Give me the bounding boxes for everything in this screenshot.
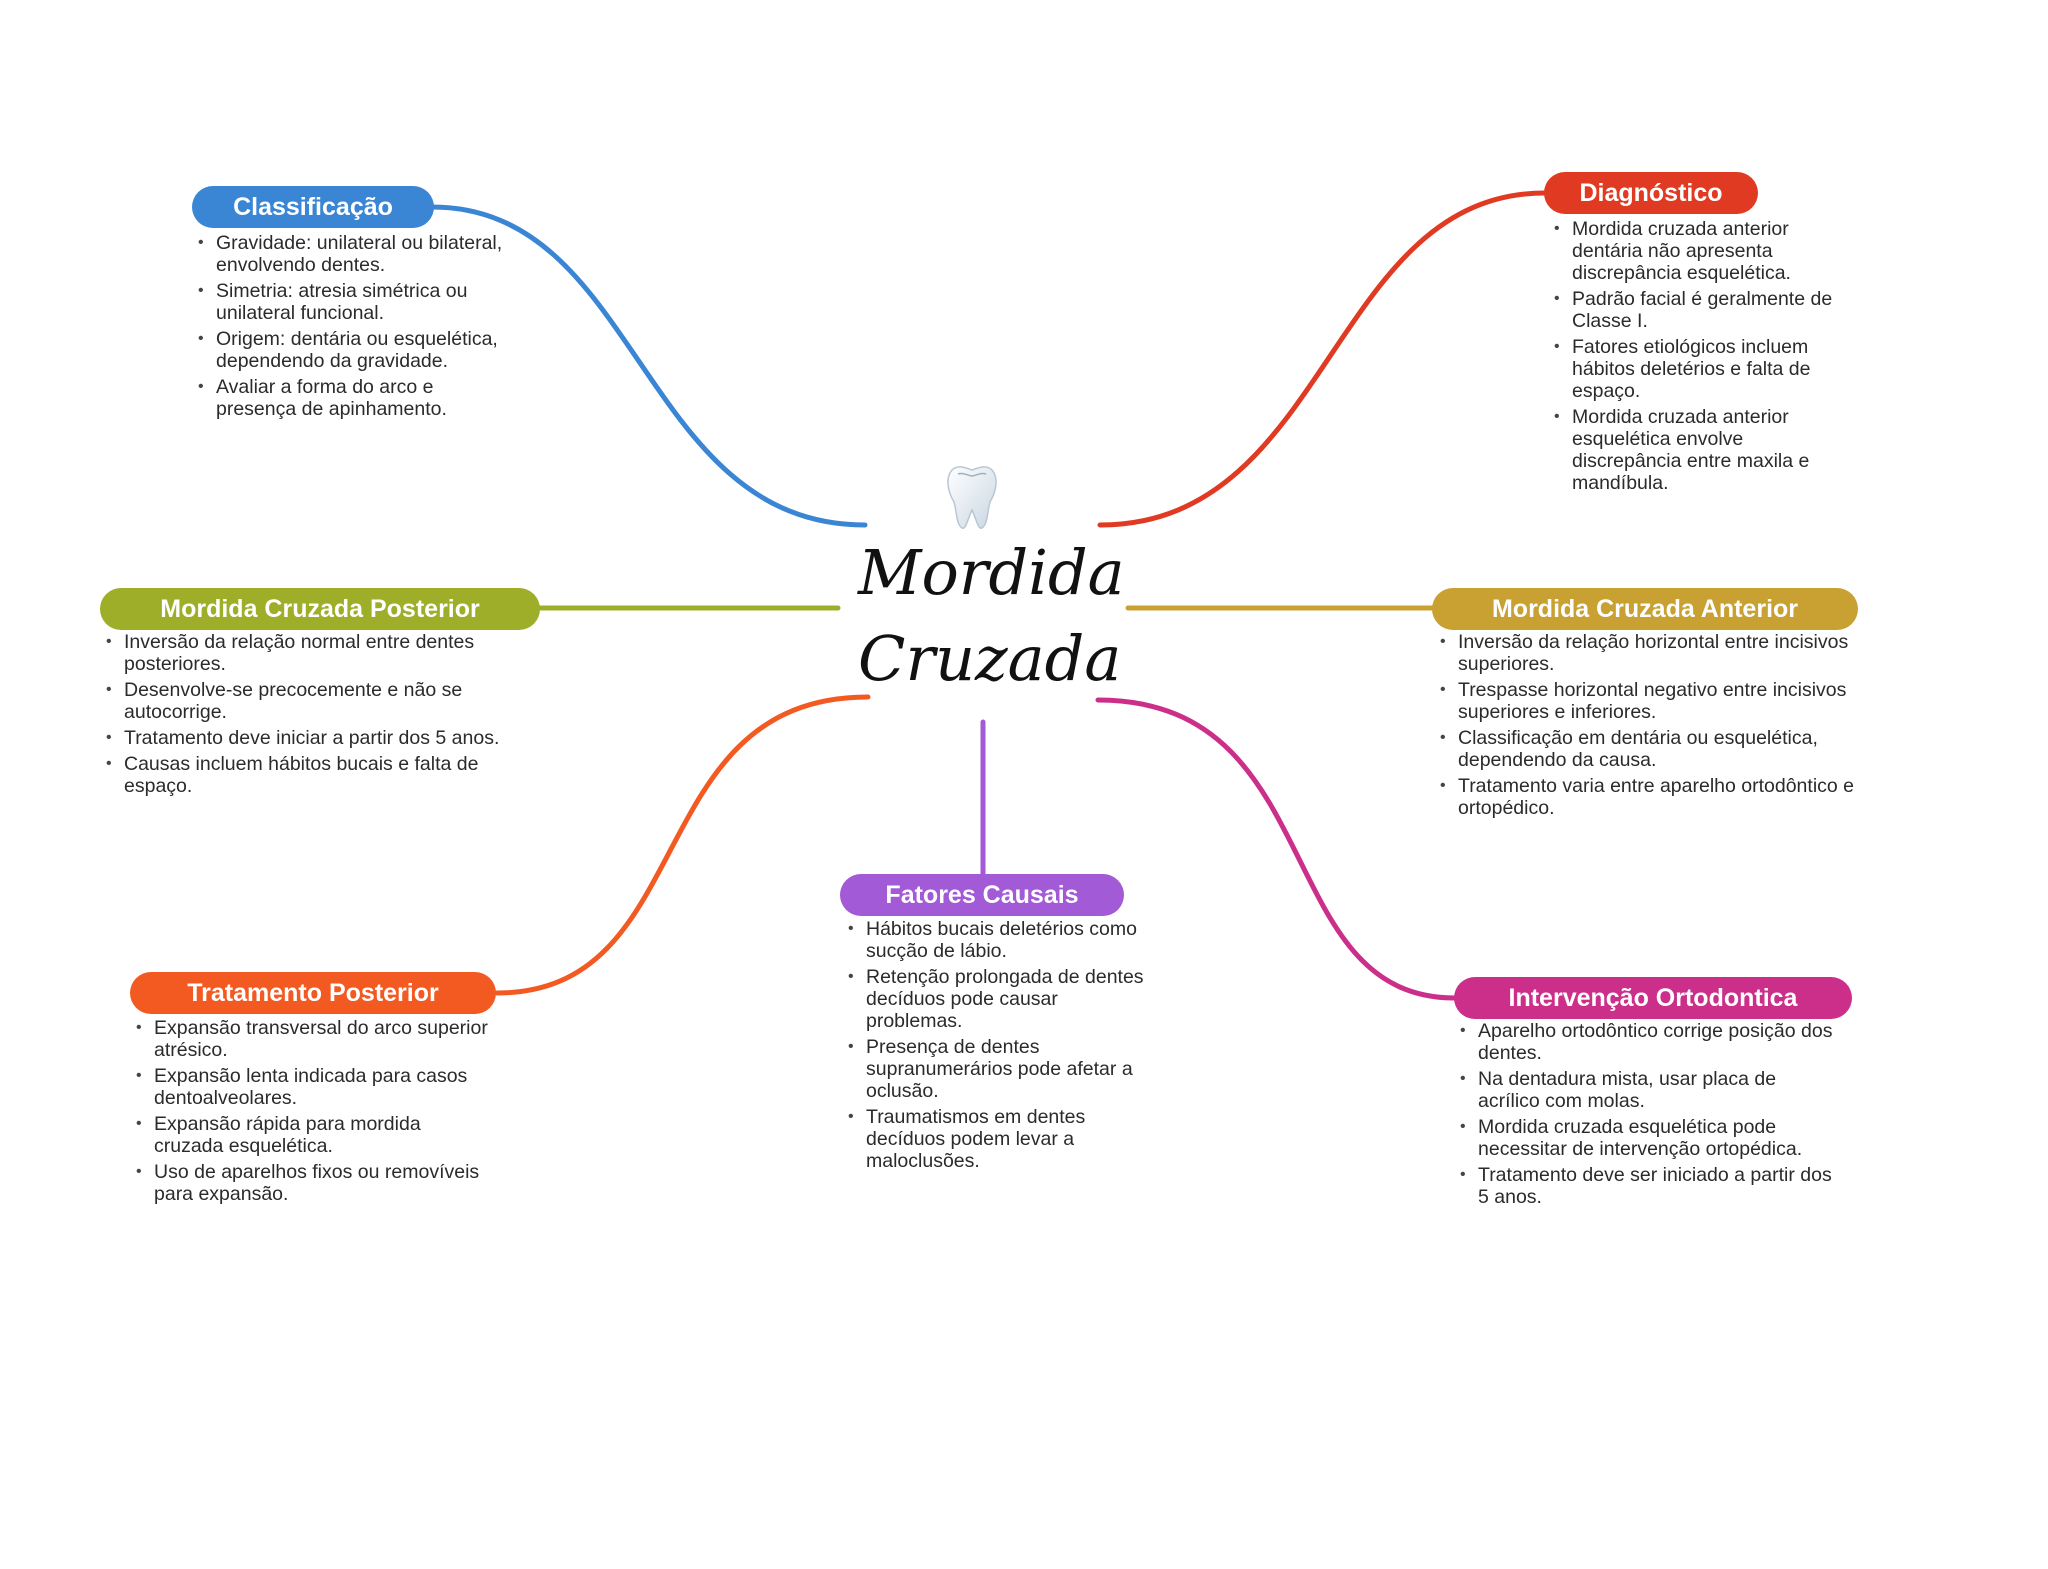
list-item: Aparelho ortodôntico corrige posição dos… — [1460, 1020, 1838, 1064]
branch-classificacao-notes: Gravidade: unilateral ou bilateral, envo… — [194, 232, 506, 424]
branch-tratamento-notes: Expansão transversal do arco superior at… — [132, 1017, 494, 1209]
list-item: Na dentadura mista, usar placa de acríli… — [1460, 1068, 1838, 1112]
branch-anterior-notes: Inversão da relação horizontal entre inc… — [1436, 631, 1858, 823]
list-item: Expansão transversal do arco superior at… — [136, 1017, 494, 1061]
list-item: Padrão facial é geralmente de Classe I. — [1554, 288, 1842, 332]
list-item: Inversão da relação normal entre dentes … — [106, 631, 524, 675]
list-item: Presença de dentes supranumerários pode … — [848, 1036, 1156, 1102]
connector-diagnostico — [1097, 190, 1548, 528]
branch-diagnostico-title[interactable]: Diagnóstico — [1544, 172, 1758, 214]
connector-intervencao — [1095, 697, 1458, 1001]
list-item: Tratamento deve iniciar a partir dos 5 a… — [106, 727, 524, 749]
list-item: Expansão rápida para mordida cruzada esq… — [136, 1113, 494, 1157]
list-item: Causas incluem hábitos bucais e falta de… — [106, 753, 524, 797]
branch-diagnostico-notes: Mordida cruzada anterior dentária não ap… — [1550, 218, 1842, 498]
list-item: Avaliar a forma do arco e presença de ap… — [198, 376, 506, 420]
list-item: Inversão da relação horizontal entre inc… — [1440, 631, 1858, 675]
list-item: Desenvolve-se precocemente e não se auto… — [106, 679, 524, 723]
list-item: Retenção prolongada de dentes decíduos p… — [848, 966, 1156, 1032]
branch-posterior-notes: Inversão da relação normal entre dentes … — [102, 631, 524, 801]
branch-anterior-title[interactable]: Mordida Cruzada Anterior — [1432, 588, 1858, 630]
connector-tratamento — [494, 694, 871, 996]
list-item: Mordida cruzada anterior dentária não ap… — [1554, 218, 1842, 284]
list-item: Fatores etiológicos incluem hábitos dele… — [1554, 336, 1842, 402]
list-item: Simetria: atresia simétrica ou unilatera… — [198, 280, 506, 324]
list-item: Tratamento varia entre aparelho ortodônt… — [1440, 775, 1858, 819]
list-item: Origem: dentária ou esquelética, depende… — [198, 328, 506, 372]
branch-classificacao-title[interactable]: Classificação — [192, 186, 434, 228]
branch-tratamento-title[interactable]: Tratamento Posterior — [130, 972, 496, 1014]
list-item: Trespasse horizontal negativo entre inci… — [1440, 679, 1858, 723]
list-item: Tratamento deve ser iniciado a partir do… — [1460, 1164, 1838, 1208]
branch-intervencao-notes: Aparelho ortodôntico corrige posição dos… — [1456, 1020, 1838, 1212]
branch-fatores-title[interactable]: Fatores Causais — [840, 874, 1124, 916]
list-item: Mordida cruzada esquelética pode necessi… — [1460, 1116, 1838, 1160]
branch-posterior-title[interactable]: Mordida Cruzada Posterior — [100, 588, 540, 630]
list-item: Gravidade: unilateral ou bilateral, envo… — [198, 232, 506, 276]
tooth-icon — [947, 466, 997, 529]
list-item: Mordida cruzada anterior esquelética env… — [1554, 406, 1842, 494]
central-topic: Mordida Cruzada — [858, 536, 1125, 695]
list-item: Expansão lenta indicada para casos dento… — [136, 1065, 494, 1109]
list-item: Classificação em dentária ou esquelética… — [1440, 727, 1858, 771]
connector-classificacao — [429, 204, 868, 528]
branch-intervencao-title[interactable]: Intervenção Ortodontica — [1454, 977, 1852, 1019]
list-item: Traumatismos em dentes decíduos podem le… — [848, 1106, 1156, 1172]
list-item: Uso de aparelhos fixos ou removíveis par… — [136, 1161, 494, 1205]
branch-fatores-notes: Hábitos bucais deletérios como sucção de… — [844, 918, 1156, 1176]
list-item: Hábitos bucais deletérios como sucção de… — [848, 918, 1156, 962]
